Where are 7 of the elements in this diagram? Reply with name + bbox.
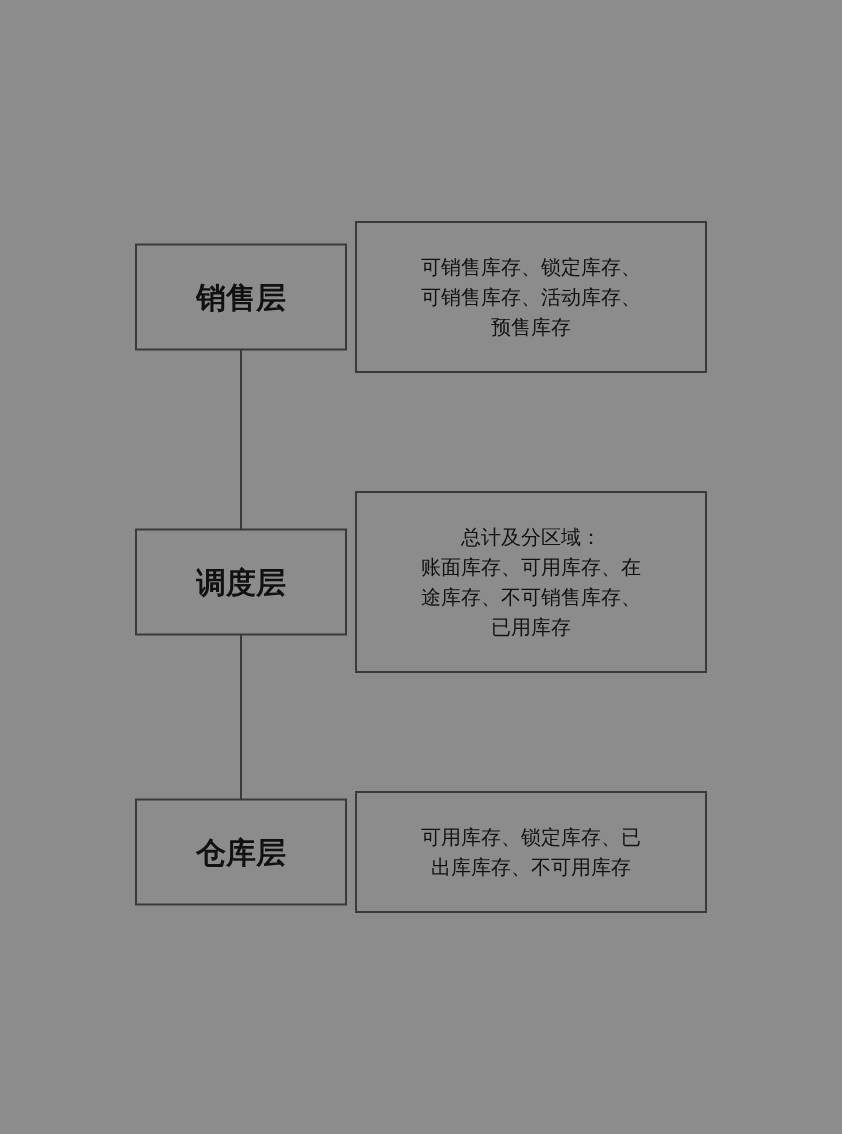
node-box: 可销售库存、锁定库存、可销售库存、活动库存、预售库存 <box>355 221 707 373</box>
node-box: 调度层 <box>135 528 347 636</box>
node-box: 仓库层 <box>135 798 347 906</box>
connector <box>240 633 242 801</box>
node-box: 可用库存、锁定库存、已出库库存、不可用库存 <box>355 791 707 913</box>
node-box: 总计及分区域： 账面库存、可用库存、在途库存、不可销售库存、已用库存 <box>355 491 707 673</box>
connector <box>240 348 242 531</box>
